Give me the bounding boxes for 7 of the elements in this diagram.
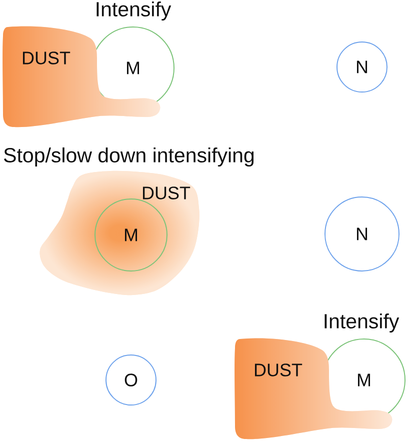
circle-node: O: [106, 354, 156, 406]
circle-node: N: [336, 42, 388, 92]
caption-text: Intensify: [324, 313, 400, 333]
caption-text: Intensify: [96, 1, 172, 21]
circle-node: M: [94, 198, 168, 272]
heading: Stop/slow down intensifying: [4, 147, 254, 167]
circle-node: N: [324, 196, 400, 272]
